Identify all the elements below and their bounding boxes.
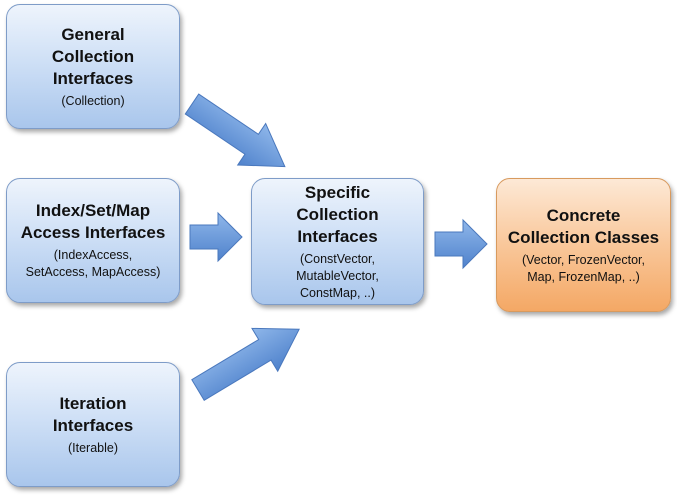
box-subtitle: (Iterable) — [67, 440, 119, 455]
box-title: Iteration Interfaces — [52, 393, 134, 435]
arrow-index-to-specific — [189, 211, 243, 263]
general-collection-interfaces-box: General Collection Interfaces (Collectio… — [6, 4, 180, 129]
box-title: General Collection Interfaces — [51, 24, 135, 88]
iteration-interfaces-box: Iteration Interfaces (Iterable) — [6, 362, 180, 487]
arrow-iteration-to-specific — [191, 327, 300, 401]
box-subtitle: (ConstVector, MutableVector, ConstMap, .… — [296, 251, 379, 300]
box-title: Concrete Collection Classes — [507, 205, 660, 247]
concrete-collection-classes-box: Concrete Collection Classes (Vector, Fro… — [496, 178, 671, 312]
box-subtitle: (Vector, FrozenVector, Map, FrozenMap, .… — [522, 252, 645, 284]
box-title: Specific Collection Interfaces — [296, 182, 379, 246]
index-set-map-access-interfaces-box: Index/Set/Map Access Interfaces (IndexAc… — [6, 178, 180, 303]
box-title: Index/Set/Map Access Interfaces — [20, 201, 166, 242]
box-subtitle: (IndexAccess, SetAccess, MapAccess) — [25, 248, 161, 279]
box-subtitle: (Collection) — [61, 93, 125, 108]
specific-collection-interfaces-box: Specific Collection Interfaces (ConstVec… — [251, 178, 424, 305]
arrow-specific-to-concrete — [434, 218, 488, 270]
arrow-general-to-specific — [184, 93, 286, 168]
